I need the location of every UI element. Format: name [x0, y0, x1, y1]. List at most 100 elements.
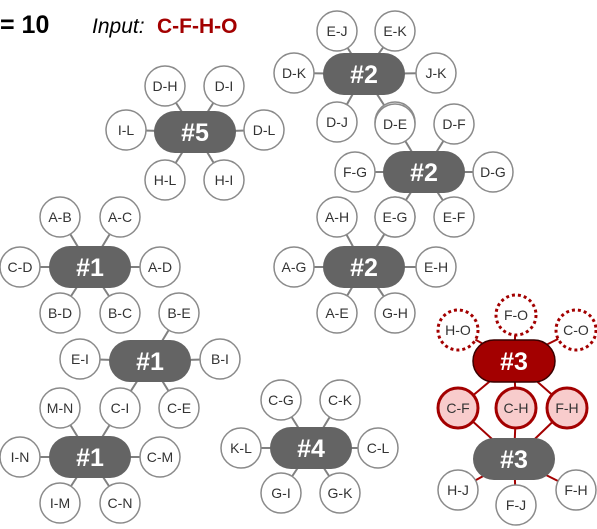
- node-c5-2: A-G: [273, 246, 315, 288]
- node-label: G-H: [382, 305, 408, 321]
- node-c7-5: F-H: [545, 386, 589, 430]
- node-c7-3: C-F: [436, 386, 480, 430]
- node-circle: [59, 338, 101, 380]
- node-label: F-G: [343, 164, 367, 180]
- hub-label: #1: [76, 444, 104, 472]
- node-label: B-D: [48, 305, 72, 321]
- node-circle: [316, 10, 358, 52]
- node-circle: [273, 246, 315, 288]
- node-label: I-N: [11, 449, 30, 465]
- hub-c2: #5: [154, 111, 236, 153]
- node-circle: [415, 52, 457, 94]
- hub-shape: [154, 111, 236, 153]
- node-label: F-H: [555, 400, 578, 416]
- node-circle: [554, 308, 597, 352]
- node-c4-1: A-C: [99, 196, 141, 238]
- value-text: = 10: [0, 11, 49, 39]
- node-label: E-F: [443, 209, 466, 225]
- node-c2-1: D-I: [203, 65, 245, 107]
- node-circle: [319, 379, 361, 421]
- nodes-layer: E-JE-KD-KJ-KD-JD-ED-HD-II-LD-LH-LH-ID-ED…: [0, 10, 597, 526]
- node-circle: [436, 386, 480, 430]
- node-c5-5: G-H: [374, 292, 416, 334]
- node-label: C-L: [367, 440, 390, 456]
- node-c7-2: C-O: [554, 308, 597, 352]
- node-label: B-C: [108, 305, 132, 321]
- node-circle: [220, 427, 262, 469]
- node-label: H-I: [215, 172, 234, 188]
- input-value: C-F-H-O: [157, 15, 237, 38]
- node-c4-3: A-D: [139, 246, 181, 288]
- hub-label: #1: [76, 254, 104, 282]
- hub-shape: [323, 53, 405, 95]
- node-circle: [319, 472, 361, 514]
- node-label: C-N: [108, 495, 133, 511]
- node-c7-0: H-O: [436, 308, 480, 352]
- hub-shape: [49, 436, 131, 478]
- node-circle: [545, 386, 589, 430]
- node-c2-2: I-L: [105, 109, 147, 151]
- node-c9-3: C-L: [357, 427, 399, 469]
- node-label: H-O: [445, 322, 471, 338]
- node-c2-5: H-I: [203, 159, 245, 201]
- node-circle: [144, 65, 186, 107]
- node-label: A-B: [48, 209, 71, 225]
- node-circle: [433, 196, 475, 238]
- node-c6-0: B-E: [158, 292, 200, 334]
- hub-shape: [109, 340, 191, 382]
- node-label: I-L: [118, 122, 135, 138]
- node-c7-1: F-O: [494, 293, 538, 337]
- node-label: D-J: [326, 114, 348, 130]
- hub-label: #1: [136, 348, 164, 376]
- node-label: F-O: [504, 307, 528, 323]
- hub-shape: [323, 246, 405, 288]
- node-c8-3: I-M: [39, 482, 81, 524]
- node-label: A-H: [325, 209, 349, 225]
- node-c3-2: F-G: [334, 151, 376, 193]
- node-label: I-M: [50, 495, 70, 511]
- node-circle: [495, 484, 537, 526]
- hub-c7: #3: [472, 339, 556, 383]
- node-c8-2: C-M: [139, 436, 181, 478]
- node-c5-0: A-H: [316, 196, 358, 238]
- node-circle: [316, 196, 358, 238]
- node-label: E-H: [424, 259, 448, 275]
- node-c6-4: C-E: [158, 387, 200, 429]
- node-label: D-E: [383, 116, 407, 132]
- hub-label: #2: [350, 254, 378, 282]
- node-label: F-J: [506, 497, 526, 513]
- node-label: C-K: [328, 392, 353, 408]
- node-circle: [0, 246, 41, 288]
- node-circle: [494, 386, 538, 430]
- hub-shape: [383, 151, 465, 193]
- node-circle: [39, 482, 81, 524]
- node-circle: [472, 151, 514, 193]
- node-label: F-H: [564, 482, 587, 498]
- node-circle: [334, 151, 376, 193]
- hub-shape: [270, 427, 352, 469]
- node-label: C-H: [504, 400, 529, 416]
- node-circle: [99, 292, 141, 334]
- node-label: B-I: [211, 351, 229, 367]
- node-c9-2: K-L: [220, 427, 262, 469]
- node-c3-3: D-G: [472, 151, 514, 193]
- node-circle: [158, 387, 200, 429]
- node-label: E-K: [383, 23, 407, 39]
- node-circle: [433, 103, 475, 145]
- node-label: C-D: [8, 259, 33, 275]
- node-circle: [199, 338, 241, 380]
- node-label: G-K: [328, 485, 354, 501]
- node-circle: [273, 52, 315, 94]
- node-c8-4: C-N: [99, 482, 141, 524]
- node-label: E-J: [327, 23, 348, 39]
- node-circle: [437, 469, 479, 511]
- node-label: C-I: [111, 400, 130, 416]
- node-circle: [0, 436, 41, 478]
- node-c9-5: G-K: [319, 472, 361, 514]
- node-label: A-D: [148, 259, 172, 275]
- node-circle: [39, 387, 81, 429]
- node-label: E-G: [383, 209, 408, 225]
- node-circle: [99, 196, 141, 238]
- node-c4-4: B-D: [39, 292, 81, 334]
